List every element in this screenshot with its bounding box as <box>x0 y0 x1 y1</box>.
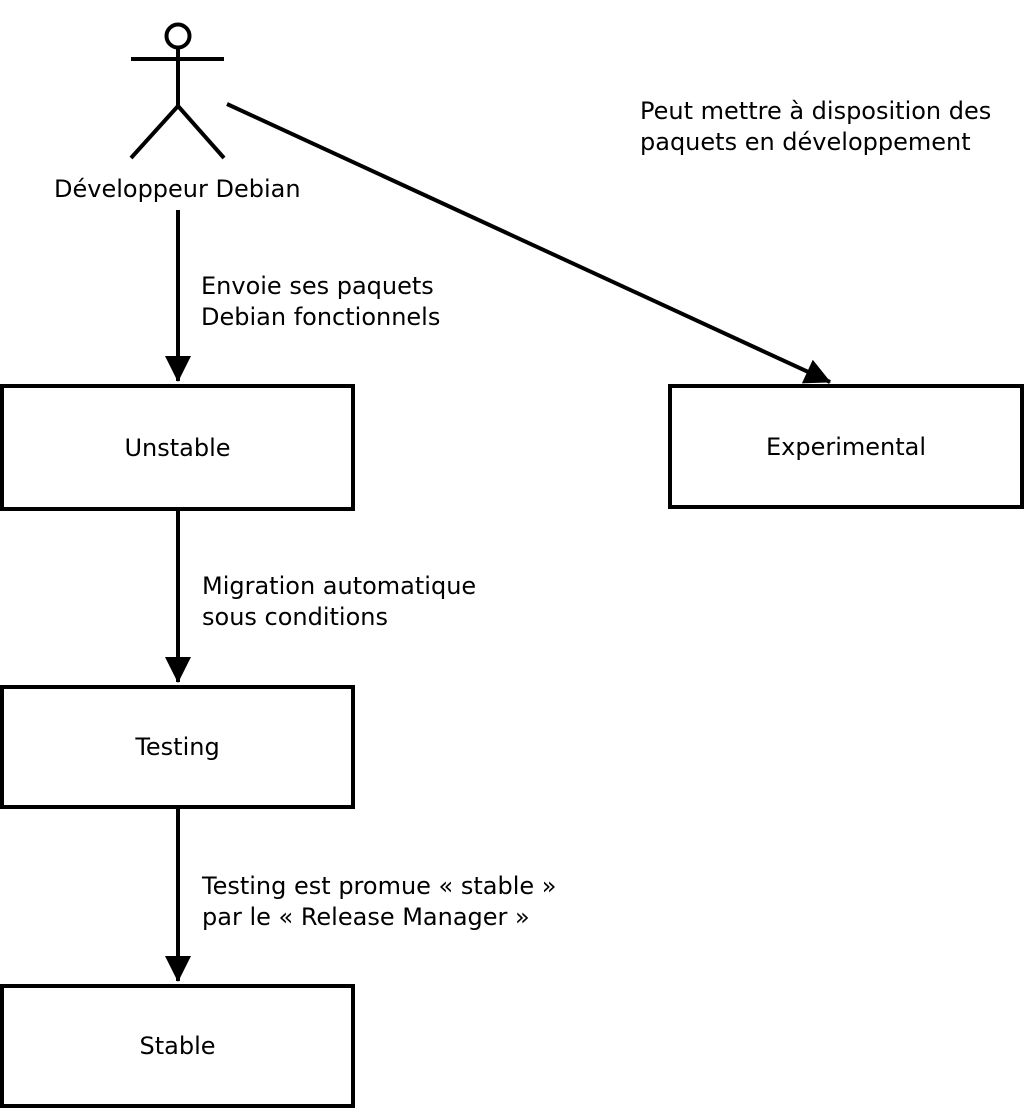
node-label: Testing <box>135 733 220 761</box>
edge-label-line: Envoie ses paquets <box>201 272 434 300</box>
node-label: Experimental <box>765 432 927 461</box>
node-stable: Stable <box>0 984 355 1108</box>
actor-label-text: Développeur Debian <box>54 175 301 203</box>
edge-label-line: Peut mettre à disposition des <box>640 97 992 125</box>
stick-figure-person-icon <box>129 22 226 160</box>
edge-label-unstable-to-testing: Migration automatique sous conditions <box>202 571 476 633</box>
edge-label-line: paquets en développement <box>640 128 971 156</box>
person-left-leg <box>129 104 180 160</box>
node-label: Unstable <box>124 433 231 462</box>
node-testing: Testing <box>0 685 355 809</box>
edge-label-line: par le « Release Manager » <box>202 903 530 931</box>
edge-label-testing-to-stable: Testing est promue « stable » par le « R… <box>202 871 556 933</box>
arrow-developer-to-experimental <box>226 102 831 384</box>
person-head <box>164 22 192 50</box>
edge-label-line: sous conditions <box>202 603 388 631</box>
node-label: Stable <box>139 1032 216 1060</box>
edge-label-line: Debian fonctionnels <box>201 303 441 331</box>
person-right-leg <box>176 104 226 160</box>
node-unstable: Unstable <box>0 384 355 511</box>
edge-label-developer-to-experimental: Peut mettre à disposition des paquets en… <box>640 96 991 158</box>
edge-label-developer-to-unstable: Envoie ses paquets Debian fonctionnels <box>201 271 440 333</box>
node-experimental: Experimental <box>668 384 1024 509</box>
edge-label-line: Testing est promue « stable » <box>202 872 557 900</box>
edge-label-line: Migration automatique <box>202 572 477 600</box>
actor-label: Développeur Debian <box>54 174 301 205</box>
